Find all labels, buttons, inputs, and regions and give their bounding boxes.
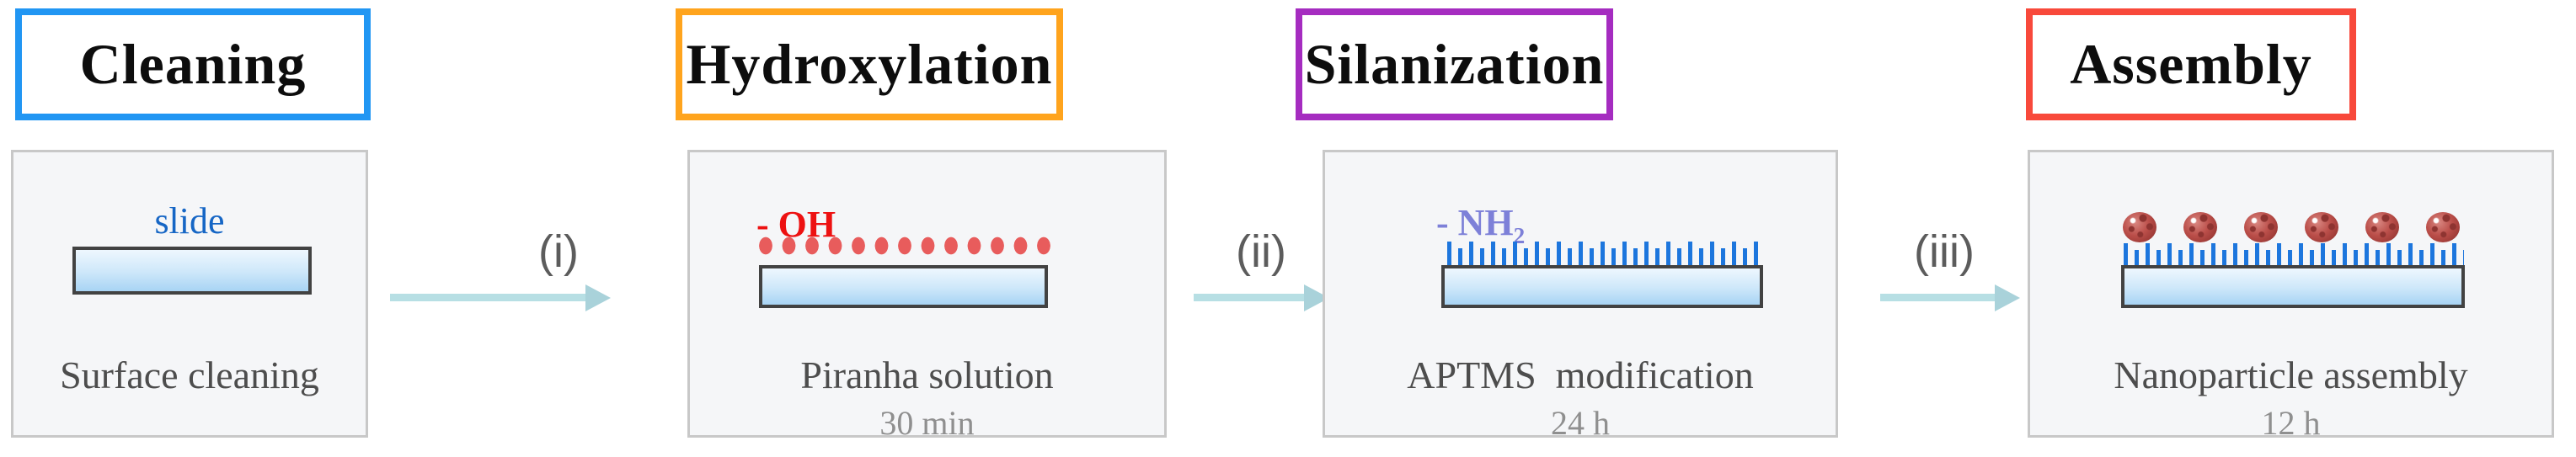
arrow-label-ii: (ii) [1236,226,1286,277]
glass-slide [759,265,1048,308]
nanoparticle [2426,212,2460,242]
stage-title-label: Cleaning [79,32,307,96]
panel-caption: Piranha solution [800,353,1054,396]
panel-caption: APTMS modification [1407,353,1754,396]
panel-hydroxylation: - OH Piranha solution 30 min [687,150,1167,442]
amine-group-label: - NH2 [1436,205,1525,247]
stage-title-label: Assembly [2070,32,2312,96]
panel-cleaning: slide Surface cleaning [11,150,368,438]
panel-silanization: - NH2 APTMS modification 24 h [1323,150,1838,442]
slide-label: slide [154,200,225,242]
nanoparticle [2305,212,2338,242]
stage-title-silanization: Silanization [1296,8,1613,120]
silane-brush [2124,243,2464,267]
panel-duration: 30 min [879,404,975,442]
nanoparticle [2244,212,2278,242]
amine-group-label-main: - NH [1436,202,1514,243]
glass-slide [2121,265,2465,308]
panel-caption: Surface cleaning [60,353,319,396]
arrow-head-icon-iii [1995,284,2020,311]
nanoparticle [2365,212,2399,242]
stage-title-assembly: Assembly [2026,8,2356,120]
arrow-label-iii: (iii) [1914,226,1975,277]
glass-slide [72,247,312,295]
panel-duration: 12 h [2261,404,2321,442]
stage-title-label: Silanization [1304,32,1605,96]
panel-assembly: Nanoparticle assembly 12 h [2028,150,2554,442]
nanoparticle [2123,212,2156,242]
hydroxyl-dots [755,236,1056,255]
arrow-label-i: (i) [538,226,579,277]
arrow-line-ii [1194,294,1304,301]
arrow-head-icon-i [585,284,611,311]
silane-brush [1447,242,1761,267]
nanoparticle [2183,212,2217,242]
panel-duration: 24 h [1551,404,1610,442]
amine-group-label-sub: 2 [1513,222,1526,248]
stage-title-cleaning: Cleaning [15,8,371,120]
stage-title-hydroxylation: Hydroxylation [676,8,1063,120]
glass-slide [1441,265,1763,308]
stage-title-label: Hydroxylation [686,32,1053,96]
arrow-line-iii [1880,294,1995,301]
panel-caption: Nanoparticle assembly [2114,353,2468,396]
arrow-line-i [390,294,585,301]
